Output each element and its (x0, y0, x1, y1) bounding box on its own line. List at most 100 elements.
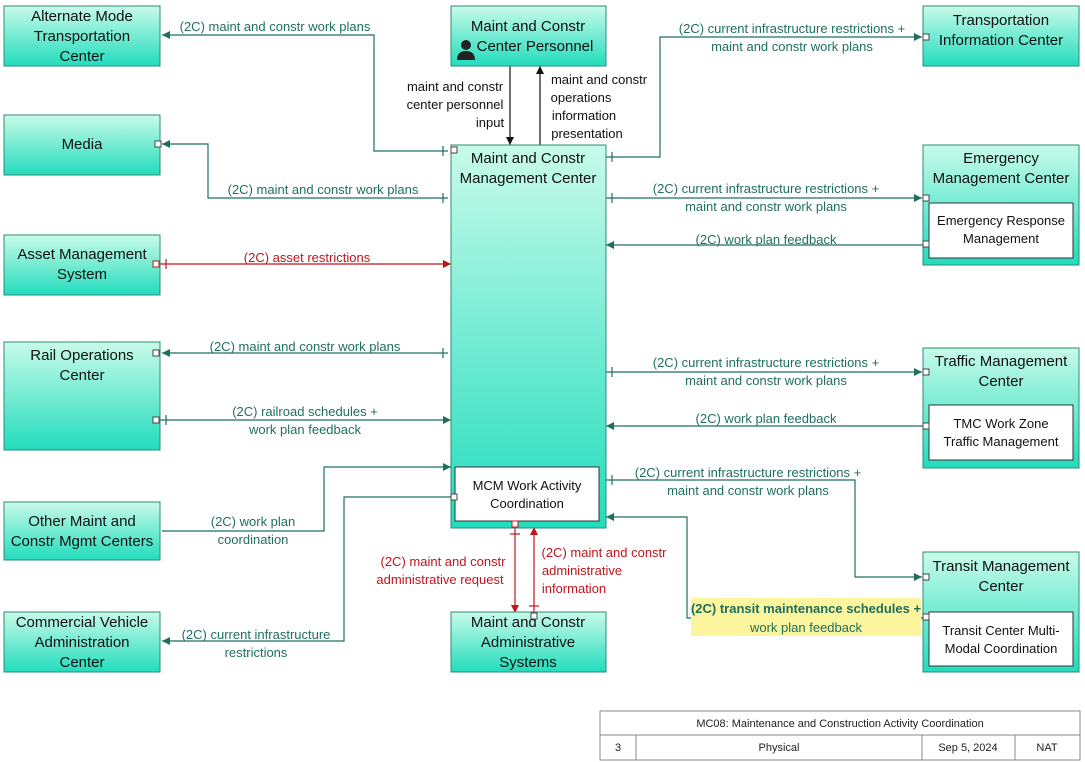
diagram-title: MC08: Maintenance and Construction Activ… (696, 718, 983, 730)
flow-label-cva: restrictions (225, 645, 288, 660)
flow-lines (160, 31, 928, 645)
entity-label-line: Rail Operations (30, 347, 133, 364)
entity-label-line: Asset Management (17, 246, 147, 263)
entity-label-line: Emergency (963, 150, 1039, 167)
subsystem-label-line: Transit Center Multi- (942, 623, 1059, 638)
flow-label-personnel-input: center personnel (407, 97, 504, 112)
flow-line-media (162, 140, 448, 199)
entity-maint-constr-administrative-systems[interactable]: Maint and Constr Administrative Systems (450, 611, 607, 673)
entity-maint-constr-center-personnel[interactable]: Maint and Constr Center Personnel (450, 5, 607, 67)
flow-label-tic: maint and constr work plans (711, 39, 873, 54)
entity-maint-constr-management-center[interactable]: Maint and Constr Management Center MCM W… (450, 144, 607, 529)
flow-label-rail: (2C) maint and constr work plans (210, 339, 401, 354)
entity-label-line: Center (59, 367, 104, 384)
flow-label-admin-request: administrative request (376, 572, 504, 587)
entity-label-line: Maint and Constr (471, 614, 585, 631)
flow-ports (152, 33, 930, 621)
flow-line-alt-mode (162, 31, 448, 152)
entity-label-line: Management Center (460, 170, 597, 187)
subsystem-transit-center-multimodal-coordination[interactable]: Transit Center Multi- Modal Coordination (928, 611, 1074, 667)
entity-other-maint-constr-mgmt-centers[interactable]: Other Maint and Constr Mgmt Centers (3, 501, 161, 561)
subsystem-emergency-response-management[interactable]: Emergency Response Management (928, 202, 1074, 259)
flow-label-admin-info: (2C) maint and constr (542, 545, 668, 560)
flow-label-emc-feedback: (2C) work plan feedback (696, 232, 837, 247)
entity-label-line: Systems (499, 654, 557, 671)
flow-label-tic: (2C) current infrastructure restrictions… (679, 21, 905, 36)
diagram-view: Physical (759, 742, 800, 754)
flow-label-personnel-presentation: maint and constr (551, 72, 648, 87)
entity-label-line: Commercial Vehicle (16, 614, 149, 631)
entity-label-line: Transit Management (932, 558, 1070, 575)
entity-label-line: Maint and Constr (471, 150, 585, 167)
subsystem-label-line: MCM Work Activity (473, 478, 582, 493)
flow-label-personnel-presentation: information (552, 108, 616, 123)
flow-label-highlight (691, 598, 921, 636)
flow-source-ticks-red (165, 259, 539, 607)
entity-asset-management-system[interactable]: Asset Management System (3, 234, 161, 296)
flow-label-tmc: maint and constr work plans (685, 373, 847, 388)
entity-emergency-management-center[interactable]: Emergency Management Center Emergency Re… (922, 144, 1080, 266)
flow-label-emc: (2C) current infrastructure restrictions… (653, 181, 879, 196)
title-block: MC08: Maintenance and Construction Activ… (599, 710, 1081, 761)
entity-label-line: Information Center (939, 32, 1063, 49)
flow-label-admin-info: administrative (542, 563, 622, 578)
flow-label-media: (2C) maint and constr work plans (228, 182, 419, 197)
flow-label-transit-in: (2C) transit maintenance schedules + (691, 601, 922, 616)
flow-label-emc: maint and constr work plans (685, 199, 847, 214)
flow-label-alt-mode: (2C) maint and constr work plans (180, 19, 371, 34)
subsystem-label-line: Emergency Response (937, 213, 1065, 228)
flow-label-asset: (2C) asset restrictions (244, 250, 371, 265)
entity-rail-operations-center[interactable]: Rail Operations Center (3, 341, 161, 451)
entity-label-line: Center Personnel (477, 38, 594, 55)
flow-line-tic (606, 33, 922, 158)
flow-label-admin-request: (2C) maint and constr (381, 554, 507, 569)
flow-label-personnel-presentation: presentation (551, 126, 623, 141)
subsystem-label-line: Modal Coordination (945, 641, 1058, 656)
subsystem-mcm-work-activity-coordination[interactable]: MCM Work Activity Coordination (454, 466, 600, 522)
flow-label-personnel-presentation: operations (551, 90, 612, 105)
entity-label-line: Transportation (953, 12, 1049, 29)
flow-label-admin-info: information (542, 581, 606, 596)
entity-label-line: Center (59, 654, 104, 671)
entity-label-line: Center (978, 373, 1023, 390)
entity-label-line: Management Center (933, 170, 1070, 187)
flow-line-other-in (162, 463, 451, 532)
flow-labels: (2C) maint and constr work plans maint a… (180, 19, 922, 660)
entity-label-line: Center (59, 48, 104, 65)
flow-label-tmc: (2C) current infrastructure restrictions… (653, 355, 879, 370)
entity-label-line: Alternate Mode (31, 8, 133, 25)
entity-label-line: Administrative (481, 634, 575, 651)
subsystem-label-line: Management (963, 231, 1039, 246)
flow-line-transit (606, 479, 922, 581)
flow-label-other-mc: coordination (218, 532, 289, 547)
diagram-date: Sep 5, 2024 (938, 742, 997, 754)
entity-label-line: Other Maint and (28, 513, 136, 530)
flow-label-rail-in: (2C) railroad schedules + (232, 404, 378, 419)
subsystem-label-line: Traffic Management (944, 434, 1059, 449)
entity-traffic-management-center[interactable]: Traffic Management Center TMC Work Zone … (922, 347, 1080, 469)
flow-label-transit: (2C) current infrastructure restrictions… (635, 465, 861, 480)
flow-label-transit-in: work plan feedback (749, 620, 863, 635)
diagram-owner: NAT (1036, 742, 1057, 754)
flow-label-personnel-input: input (476, 115, 505, 130)
diagram-number: 3 (615, 742, 621, 754)
entity-label-line: Center (978, 578, 1023, 595)
entity-transportation-information-center[interactable]: Transportation Information Center (922, 5, 1080, 67)
flow-label-tmc-feedback: (2C) work plan feedback (696, 411, 837, 426)
flow-label-rail-in: work plan feedback (248, 422, 362, 437)
entity-commercial-vehicle-administration-center[interactable]: Commercial Vehicle Administration Center (3, 611, 161, 673)
person-icon (457, 40, 475, 60)
entity-label-line: Media (62, 136, 104, 153)
entity-media[interactable]: Media (3, 114, 161, 176)
entity-label-line: System (57, 266, 107, 283)
entity-label-line: Constr Mgmt Centers (11, 533, 154, 550)
entity-transit-management-center[interactable]: Transit Management Center Transit Center… (922, 551, 1080, 673)
subsystem-label-line: Coordination (490, 496, 564, 511)
flow-label-personnel-input: maint and constr (407, 79, 504, 94)
flow-label-other-mc: (2C) work plan (211, 514, 296, 529)
flow-label-cva: (2C) current infrastructure (182, 627, 331, 642)
flow-source-ticks (165, 146, 613, 485)
entity-alternate-mode-transportation-center[interactable]: Alternate Mode Transportation Center (3, 5, 161, 67)
subsystem-tmc-work-zone-traffic-management[interactable]: TMC Work Zone Traffic Management (928, 404, 1074, 461)
